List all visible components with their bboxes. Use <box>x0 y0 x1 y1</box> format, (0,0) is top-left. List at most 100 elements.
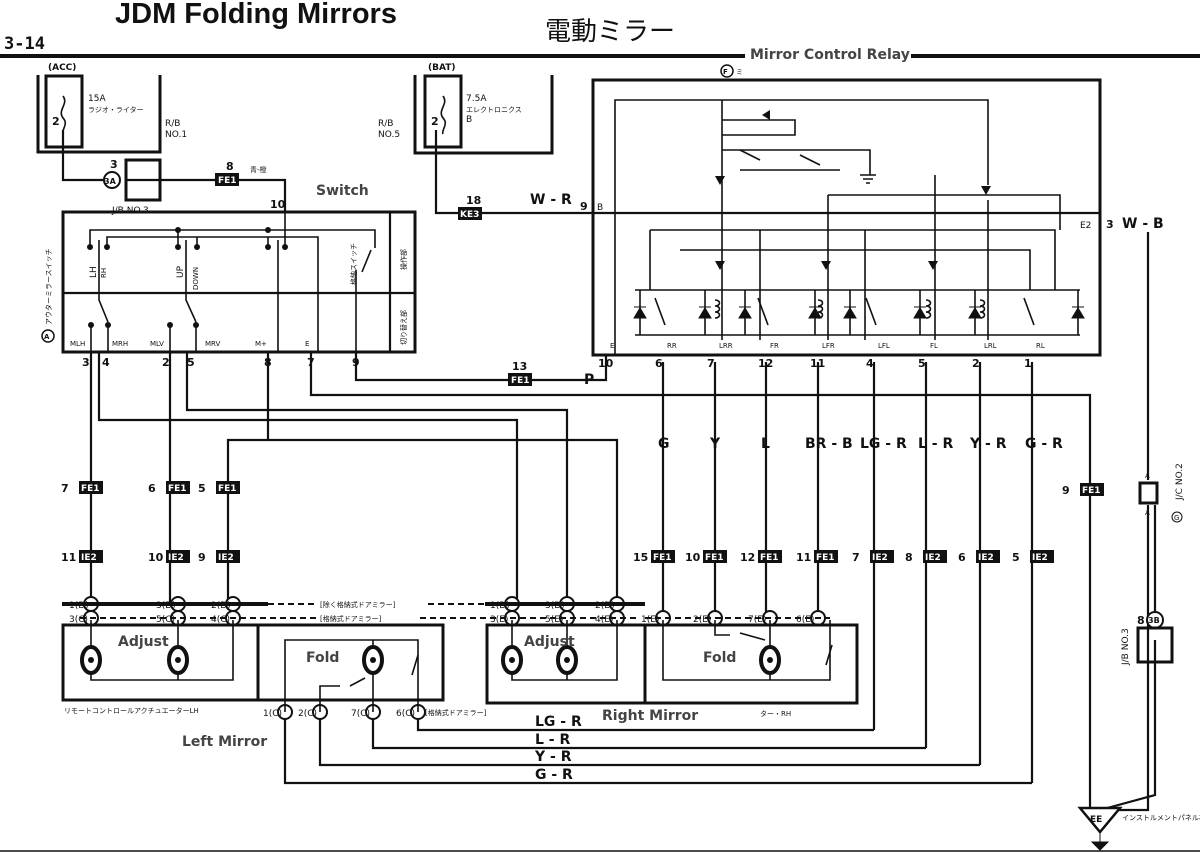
connector-fe1-body <box>79 481 103 494</box>
junction-block-3: 3A 3 J/B NO.3 <box>61 130 215 216</box>
switch-position-rh: RH <box>100 268 108 278</box>
diode-icon <box>762 110 770 120</box>
connector-fe1-top: FE1 8 青-橙 <box>215 160 287 212</box>
right-mirror-pin-label: 1(E) <box>641 615 659 625</box>
connector-fe1-pin: 7 <box>61 482 69 495</box>
connector-right-pin: 10 <box>685 551 701 564</box>
right-mirror-pin-label: 2(E) <box>693 615 711 625</box>
connector-right-pin: 15 <box>633 551 648 564</box>
left-fold-pin-label: 7(C) <box>351 709 370 719</box>
switch-terminal-pin: 5 <box>187 356 195 369</box>
fuse-name: エレクトロニクス <box>466 106 522 114</box>
ground-location: インストルメントパネル右側 <box>1122 813 1200 822</box>
switch-position-down: DOWN <box>192 267 200 290</box>
relay-ref: F <box>723 68 728 76</box>
connector-right-pin: 8 <box>905 551 913 564</box>
relay-terminal-label: E <box>610 342 614 350</box>
connector-right-body <box>814 550 838 563</box>
relay-block-number: NO.1 <box>165 130 187 140</box>
right-mirror-pin-label: 5(E) <box>545 615 563 625</box>
connector-right-body <box>976 550 1000 563</box>
connector-ie2-name: IE2 <box>168 553 184 563</box>
relay-coil-icon <box>979 299 986 319</box>
right-mirror-pin-label: 7(E) <box>748 615 766 625</box>
ground-icon <box>860 174 876 184</box>
connector-right-pin: 12 <box>740 551 755 564</box>
bat-wire <box>434 130 470 215</box>
right-mirror-pin-label: 3(E) <box>490 615 508 625</box>
fold-wire-color: LG - R <box>535 714 582 730</box>
relay-wire-color: Y <box>709 436 721 452</box>
switch-terminal-pin: 3 <box>82 356 90 369</box>
relay-label-bg <box>745 45 911 63</box>
relay-terminal-pin: 2 <box>972 357 980 370</box>
mirror-control-relay: F ミ <box>591 64 1102 357</box>
connector-ke3: KE3 18 <box>458 194 482 220</box>
switch-terminal-pin: 2 <box>162 356 170 369</box>
relay-terminal-label: RR <box>667 342 677 350</box>
connector-right-pin: 5 <box>1012 551 1020 564</box>
relay-wire-color: L <box>761 436 770 452</box>
wire-color-p: P <box>584 372 594 388</box>
connector-ground-fe1-body <box>1080 483 1104 496</box>
switch-top-pin: 10 <box>270 198 286 211</box>
relay-terminal-label: LFR <box>822 342 835 350</box>
fold-wire-color: L - R <box>535 732 570 748</box>
jc-pin-a-bottom: A <box>1145 509 1150 517</box>
connector-right-name: FE1 <box>816 553 835 563</box>
connector-right-name: FE1 <box>705 553 724 563</box>
motors <box>80 645 781 675</box>
relay-contact <box>654 297 666 326</box>
connector-right-body <box>703 550 727 563</box>
connector-fe1-pin: 5 <box>198 482 206 495</box>
left-fold-pin-label: 2(C) <box>298 709 317 719</box>
relay-contact <box>1023 297 1035 326</box>
connector-right-name: FE1 <box>760 553 779 563</box>
connector-right-pin: 6 <box>958 551 966 564</box>
adjust-left-label: Adjust <box>118 634 169 650</box>
ground-ee: EE インストルメントパネル右側 <box>1077 806 1200 851</box>
left-fold-pin-label: 1(C) <box>263 709 282 719</box>
jc-ref: G <box>1174 514 1179 522</box>
fuse-suffix: B <box>466 115 472 125</box>
retract-switch-label: 格納スイッチ <box>349 243 358 285</box>
fuse-source: (BAT) <box>428 63 456 73</box>
switch-label: Switch <box>316 183 369 199</box>
non-folding-label: [除く格納式ドアミラー] <box>320 600 396 609</box>
fuse-icon <box>440 95 447 135</box>
connector-fe1-name: FE1 <box>168 484 187 494</box>
right-mirror-pin-label: 6(E) <box>796 615 814 625</box>
switch-harness <box>89 352 1092 810</box>
relay-terminal-label: FR <box>770 342 779 350</box>
relay-coil-icon <box>817 299 824 319</box>
folding-bottom-label: [格納式ドアミラー] <box>425 708 487 717</box>
right-mirror-label: Right Mirror <box>602 708 698 724</box>
connector-ie2-name: IE2 <box>218 553 234 563</box>
connector-right-body <box>870 550 894 563</box>
fuse-pin: 2 <box>431 115 439 128</box>
fold-return-wires <box>283 718 1032 785</box>
fuse-source: (ACC) <box>48 63 76 73</box>
relay-terminal-pin: 6 <box>655 357 663 370</box>
bat-fuse: (BAT) 2 7.5A エレクトロニクス B R/B NO.5 <box>378 63 554 155</box>
actuator-rh-label: ター・RH <box>760 709 791 718</box>
page-title: JDM Folding Mirrors <box>115 0 397 30</box>
folding-label: [格納式ドアミラー] <box>320 614 382 623</box>
acc-fuse: (ACC) 2 15A ラジオ・ライター R/B NO.1 <box>36 63 187 154</box>
switch-contacts <box>98 240 279 352</box>
switch-terminal-pin: 4 <box>102 356 110 369</box>
relay-terminal-label: LRL <box>984 342 997 350</box>
connector-ie2-body <box>166 550 190 563</box>
fuse-rating: 7.5A <box>466 94 487 104</box>
mirror-switch: LH RH UP DOWN 格納スイッチ 操作部 切り替え部 A アウターミラー… <box>41 210 417 354</box>
junction-block-3b: 3B 8 J/B NO.3 <box>1099 505 1174 812</box>
adjust-right-label: Adjust <box>524 634 575 650</box>
switch-position-up: UP <box>176 265 186 278</box>
left-mirror-pin-label: 3(C) <box>69 615 88 625</box>
relay-block-number: NO.5 <box>378 130 400 140</box>
connector-name: KE3 <box>460 210 479 220</box>
relay-contact <box>865 297 877 326</box>
connector-right-name: FE1 <box>653 553 672 563</box>
fold-right-label: Fold <box>703 650 736 666</box>
